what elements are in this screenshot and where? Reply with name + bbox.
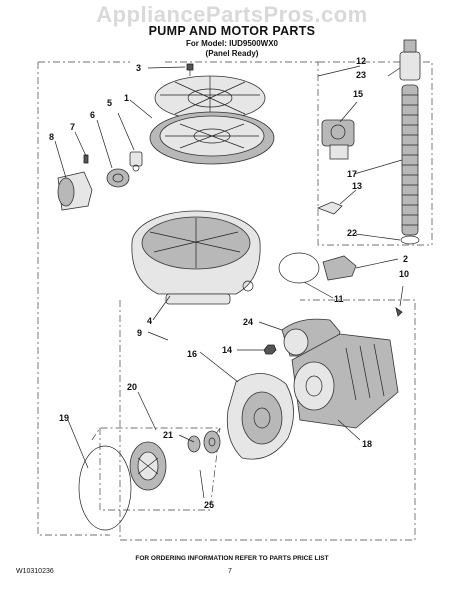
part-10[interactable]	[395, 307, 403, 317]
part-gasket-11[interactable]	[278, 252, 320, 284]
assembly-frame-upper	[37, 61, 432, 536]
watermark: AppliancePartsPros.com	[96, 2, 368, 27]
callout-9: 9	[137, 328, 142, 338]
callout-5: 5	[107, 98, 112, 108]
part-8[interactable]	[57, 171, 93, 211]
callout-15: 15	[353, 89, 363, 99]
model-line: For Model: IUD9500WX0	[185, 39, 278, 48]
callout-10: 10	[399, 269, 409, 279]
page-number: 7	[228, 568, 232, 575]
part-drain-hose-17[interactable]	[401, 84, 419, 236]
assembly-frame-pump	[119, 299, 416, 541]
panel-line: (Panel Ready)	[205, 49, 259, 58]
callout-8: 8	[49, 132, 54, 142]
part-main-motor-18[interactable]	[291, 333, 399, 429]
callout-20: 20	[127, 382, 137, 392]
part-clamp-22[interactable]	[400, 235, 420, 245]
callout-16: 16	[187, 349, 197, 359]
callout-22: 22	[347, 228, 357, 238]
callout-17: 17	[347, 169, 357, 179]
part-fitting-12[interactable]	[399, 39, 421, 81]
part-filter-top[interactable]	[154, 75, 266, 121]
part-clip-5[interactable]	[129, 151, 143, 172]
part-bracket-13[interactable]	[316, 201, 343, 215]
part-seal-21[interactable]	[187, 430, 221, 454]
callout-2: 2	[403, 254, 408, 264]
leader-lines	[54, 65, 404, 499]
callout-3: 3	[136, 63, 141, 73]
callout-23: 23	[356, 70, 366, 80]
part-spray-arm-gear[interactable]	[149, 111, 275, 165]
part-2[interactable]	[322, 255, 357, 281]
part-gasket-19[interactable]	[78, 445, 132, 531]
part-14[interactable]	[263, 344, 277, 355]
callout-1: 1	[124, 93, 129, 103]
callout-14: 14	[222, 345, 232, 355]
callout-24: 24	[243, 317, 253, 327]
part-impeller[interactable]	[129, 441, 167, 491]
part-drain-pump-15[interactable]	[321, 119, 355, 160]
part-volute-16[interactable]	[226, 373, 294, 460]
part-7[interactable]	[83, 154, 89, 164]
callout-18: 18	[362, 439, 372, 449]
callout-11: 11	[334, 294, 344, 304]
ordering-note: FOR ORDERING INFORMATION REFER TO PARTS …	[135, 555, 329, 562]
callout-12: 12	[356, 56, 366, 66]
callout-7: 7	[70, 122, 75, 132]
part-screw-3[interactable]	[186, 63, 194, 76]
callout-19: 19	[59, 413, 69, 423]
part-6[interactable]	[106, 168, 130, 188]
callout-13: 13	[352, 181, 362, 191]
part-sump-housing[interactable]	[131, 210, 261, 305]
callout-6: 6	[90, 110, 95, 120]
callout-21: 21	[163, 430, 173, 440]
callout-4: 4	[147, 316, 152, 326]
callout-25: 25	[204, 500, 214, 510]
assembly-frame-drain	[318, 61, 433, 245]
document-number: W10310236	[16, 568, 54, 575]
page-title: PUMP AND MOTOR PARTS	[148, 24, 316, 38]
